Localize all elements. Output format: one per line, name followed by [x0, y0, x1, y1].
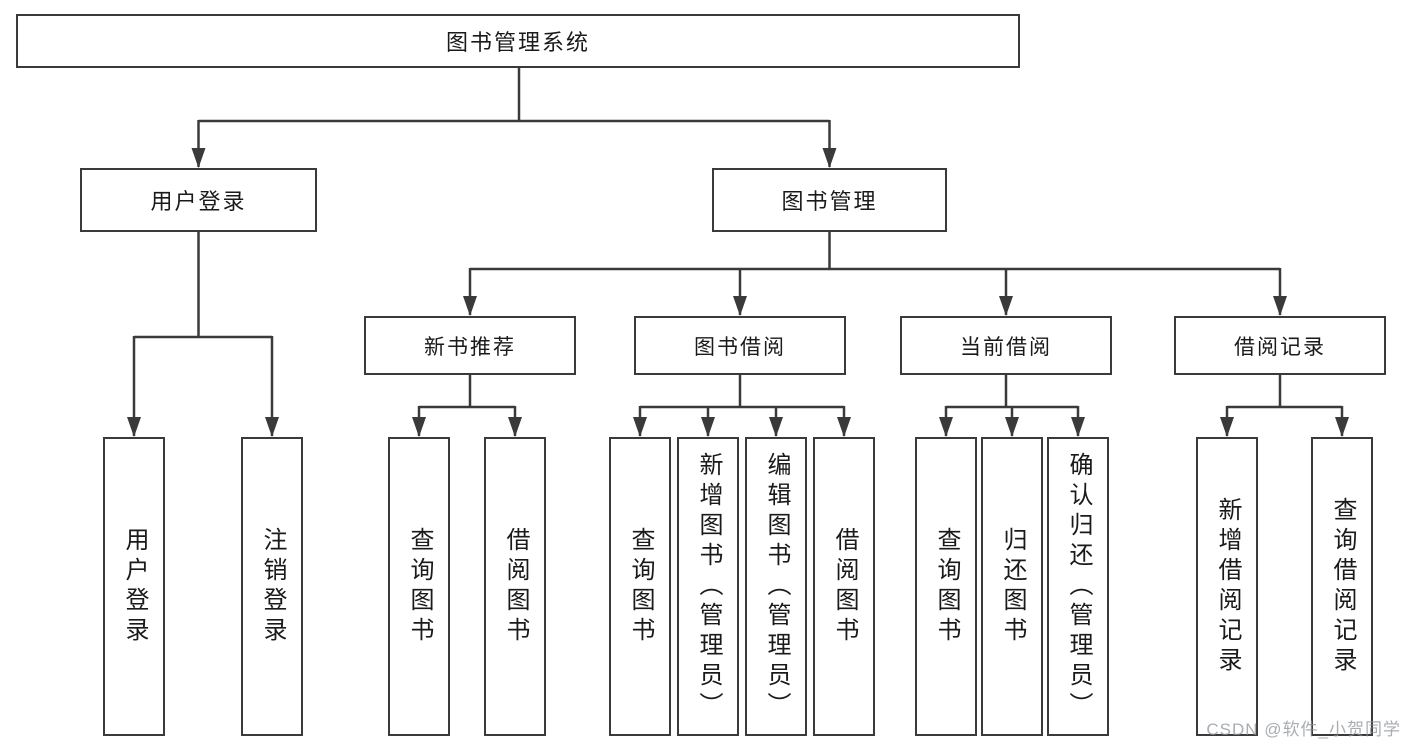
- node-book-borrow: 图书借阅: [634, 316, 846, 375]
- leaf-cb-return-books: 归还图书: [981, 437, 1043, 736]
- node-root: 图书管理系统: [16, 14, 1020, 68]
- node-user-login: 用户登录: [80, 168, 317, 232]
- leaf-bb-add-books-admin-label: 新增图书（管理员）: [695, 451, 722, 722]
- leaf-user-login: 用户登录: [103, 437, 165, 736]
- leaf-nbr-borrow-books-label: 借阅图书: [502, 526, 529, 647]
- leaf-logout-label: 注销登录: [259, 526, 286, 647]
- leaf-br-add-borrow-record: 新增借阅记录: [1196, 437, 1258, 736]
- node-new-book-recommend: 新书推荐: [364, 316, 576, 375]
- leaf-user-login-label: 用户登录: [121, 526, 148, 647]
- leaf-cb-confirm-return-admin: 确认归还（管理员）: [1047, 437, 1109, 736]
- node-user-login-label: 用户登录: [150, 189, 247, 214]
- node-current-borrow: 当前借阅: [900, 316, 1112, 375]
- leaf-cb-confirm-return-admin-label: 确认归还（管理员）: [1065, 451, 1092, 722]
- leaf-br-add-borrow-record-label: 新增借阅记录: [1214, 496, 1241, 677]
- leaf-br-query-borrow-record: 查询借阅记录: [1311, 437, 1373, 736]
- leaf-nbr-query-books-label: 查询图书: [406, 526, 433, 647]
- node-book-management-label: 图书管理: [781, 189, 878, 214]
- leaf-bb-edit-books-admin-label: 编辑图书（管理员）: [763, 451, 790, 722]
- leaf-nbr-query-books: 查询图书: [388, 437, 450, 736]
- leaf-cb-return-books-label: 归还图书: [999, 526, 1026, 647]
- node-book-management: 图书管理: [712, 168, 947, 232]
- node-current-borrow-label: 当前借阅: [960, 335, 1052, 359]
- node-borrow-records-label: 借阅记录: [1234, 335, 1326, 359]
- leaf-cb-query-books-label: 查询图书: [933, 526, 960, 647]
- leaf-bb-borrow-books: 借阅图书: [813, 437, 875, 736]
- leaf-bb-edit-books-admin: 编辑图书（管理员）: [745, 437, 807, 736]
- leaf-bb-add-books-admin: 新增图书（管理员）: [677, 437, 739, 736]
- node-borrow-records: 借阅记录: [1174, 316, 1386, 375]
- leaf-bb-query-books-label: 查询图书: [627, 526, 654, 647]
- leaf-logout: 注销登录: [241, 437, 303, 736]
- node-book-borrow-label: 图书借阅: [694, 335, 786, 359]
- leaf-nbr-borrow-books: 借阅图书: [484, 437, 546, 736]
- leaf-bb-borrow-books-label: 借阅图书: [831, 526, 858, 647]
- leaf-cb-query-books: 查询图书: [915, 437, 977, 736]
- csdn-watermark: CSDN @软件_小贺同学: [1206, 720, 1401, 739]
- node-root-label: 图书管理系统: [445, 30, 590, 55]
- node-new-book-recommend-label: 新书推荐: [424, 335, 516, 359]
- leaf-br-query-borrow-record-label: 查询借阅记录: [1329, 496, 1356, 677]
- leaf-bb-query-books: 查询图书: [609, 437, 671, 736]
